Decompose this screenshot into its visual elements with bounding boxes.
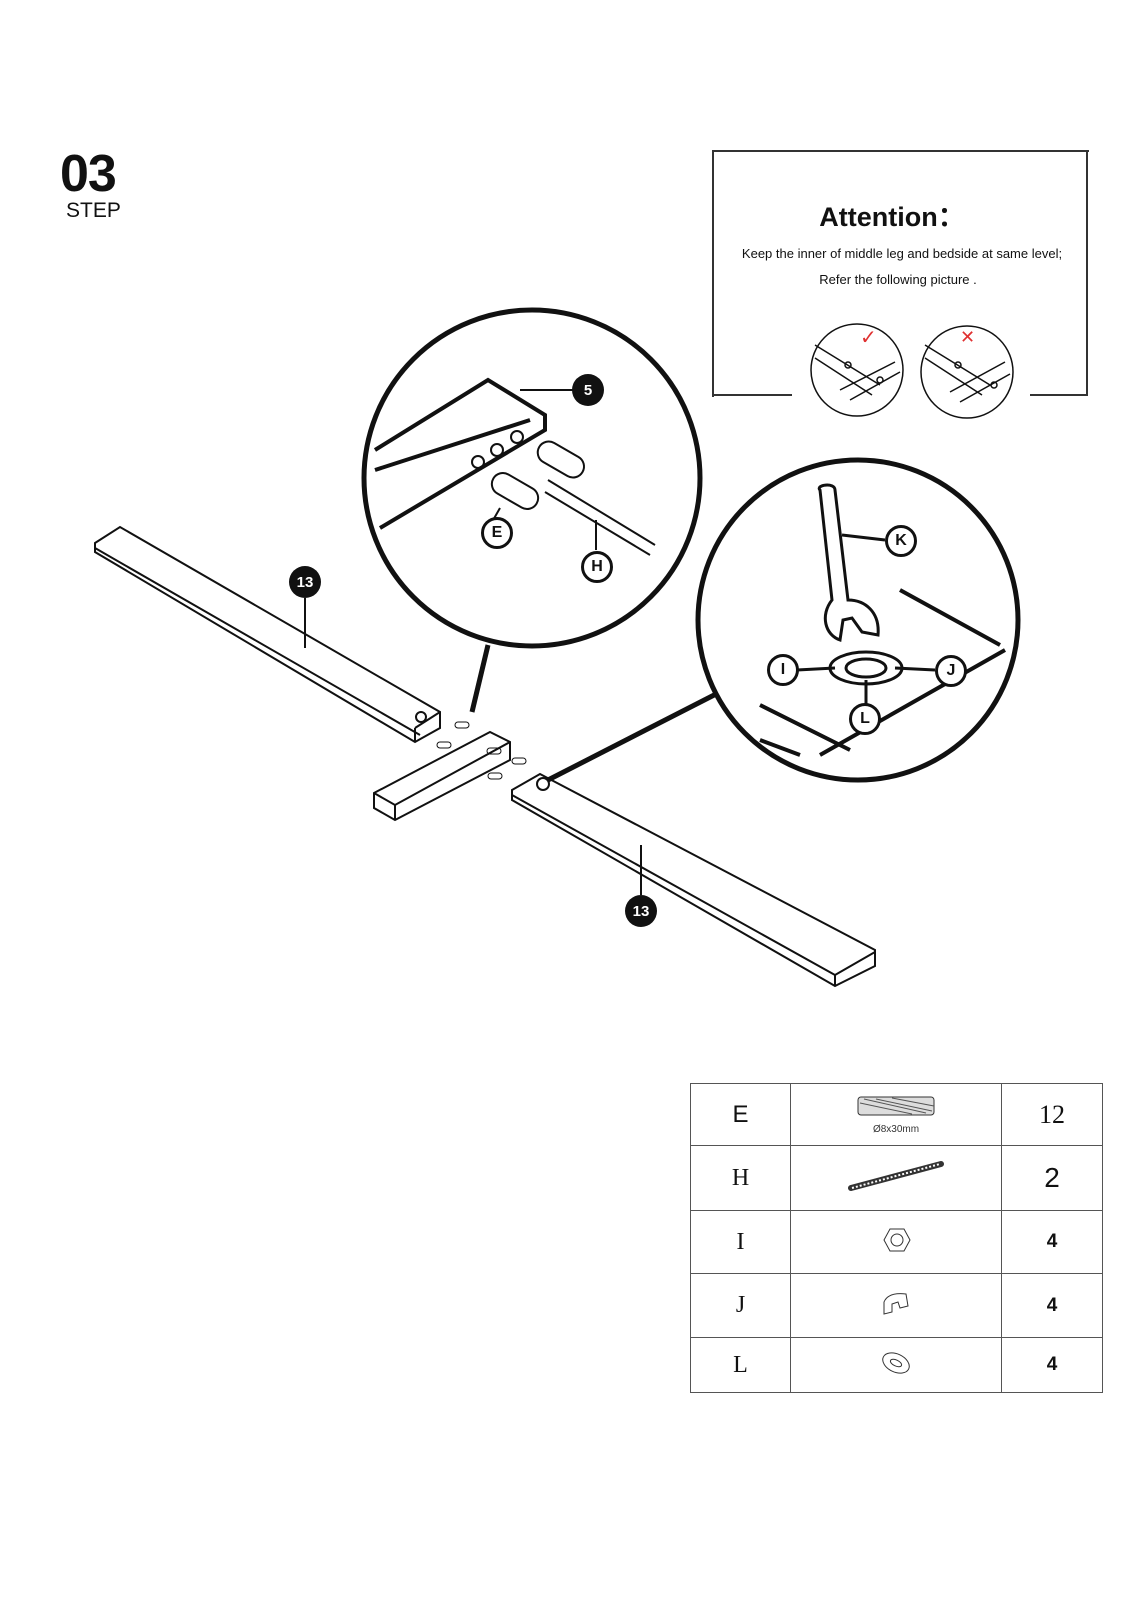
correct-mark-icon: ✓: [860, 327, 877, 349]
attention-text: Keep the inner of middle leg and bedside…: [741, 246, 1063, 261]
dowel-icon: [857, 1096, 935, 1115]
part-id: J: [690, 1273, 791, 1338]
part-qty: 4: [1001, 1273, 1103, 1338]
side-rail-13-right: [511, 772, 876, 988]
part-qty: 12: [1001, 1083, 1103, 1146]
callout-part-L: L: [849, 703, 881, 735]
callout-part-I: I: [767, 654, 799, 686]
table-row: H 2: [690, 1145, 1103, 1211]
table-row: L 4: [690, 1337, 1103, 1393]
callout-part-E: E: [481, 517, 513, 549]
part-spec: Ø8x30mm: [872, 1123, 920, 1135]
step-label: STEP: [66, 199, 121, 222]
attention-text: Refer the following picture .: [819, 272, 977, 287]
callout-part-H: H: [581, 551, 613, 583]
callout-part-13: 13: [289, 566, 321, 598]
threaded-rod-icon: [848, 1160, 944, 1191]
step-number: 03: [60, 145, 117, 203]
part-id: I: [690, 1210, 791, 1274]
table-row: I 4: [690, 1210, 1103, 1274]
part-qty: 4: [1001, 1337, 1103, 1393]
dowels: [436, 721, 527, 780]
part-qty: 2: [1001, 1145, 1103, 1211]
side-rail-13-left: [94, 525, 441, 744]
part-image: [790, 1273, 1002, 1338]
wrong-mark-icon: ✕: [960, 327, 976, 347]
washer-icon: [882, 1351, 910, 1374]
attention-title: Attention：: [819, 202, 965, 232]
part-image: [790, 1210, 1002, 1274]
part-image: [790, 1337, 1002, 1393]
hex-nut-icon: [883, 1228, 911, 1251]
attention-box-bottom-border: [1030, 394, 1088, 396]
parts-table: E Ø8x30mm 12 H 2 I 4 J 4 L 4: [690, 1083, 1103, 1393]
callout-part-5: 5: [572, 374, 604, 406]
part-qty: 4: [1001, 1210, 1103, 1274]
bracket-icon: [883, 1293, 909, 1315]
correct-example-image: [810, 323, 904, 417]
attention-box: [712, 150, 1089, 397]
callout-part-K: K: [885, 525, 917, 557]
part-image: Ø8x30mm: [790, 1083, 1002, 1146]
wrench-icon: [796, 483, 936, 705]
attention-box-right-border: [1086, 150, 1088, 395]
callout-part-J: J: [935, 655, 967, 687]
part-id: E: [690, 1083, 791, 1146]
part-id: H: [690, 1145, 791, 1211]
attention-box-bottom-border: [712, 394, 792, 396]
table-row: E Ø8x30mm 12: [690, 1083, 1103, 1146]
wrong-example-image: [920, 325, 1014, 419]
callout-part-13: 13: [625, 895, 657, 927]
part-image: [790, 1145, 1002, 1211]
part-id: L: [690, 1337, 791, 1393]
table-row: J 4: [690, 1273, 1103, 1338]
detail-circle-dowels: [361, 307, 703, 649]
middle-leg-part: [373, 730, 511, 822]
